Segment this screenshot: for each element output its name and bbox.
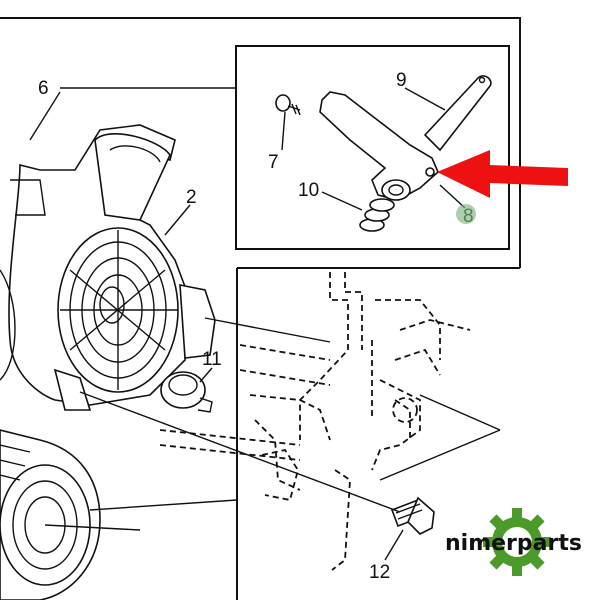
- callout-11: 11: [202, 349, 222, 370]
- callout-10: 10: [298, 180, 319, 201]
- leader-lines: [29, 87, 466, 561]
- callout-7: 7: [268, 152, 279, 173]
- nimerparts-logo: nimerparts: [445, 508, 582, 576]
- brand-name: nimerparts: [445, 531, 582, 556]
- callout-2: 2: [186, 187, 197, 208]
- air-filter: [0, 429, 238, 600]
- main-frame: [0, 17, 521, 600]
- red-arrow-icon: [437, 150, 568, 198]
- blower-housing: [0, 124, 216, 411]
- projection-line: [79, 391, 401, 513]
- highlight-marker: [456, 204, 476, 224]
- callout-12: 12: [369, 562, 390, 583]
- engine-block: [159, 272, 501, 571]
- inset-parts: [275, 75, 492, 232]
- callout-6: 6: [38, 78, 49, 99]
- projection-line: [204, 317, 331, 343]
- gear-icon: [483, 508, 551, 576]
- bolt: [390, 496, 435, 535]
- callout-9: 9: [396, 70, 407, 91]
- grommet: [160, 371, 213, 413]
